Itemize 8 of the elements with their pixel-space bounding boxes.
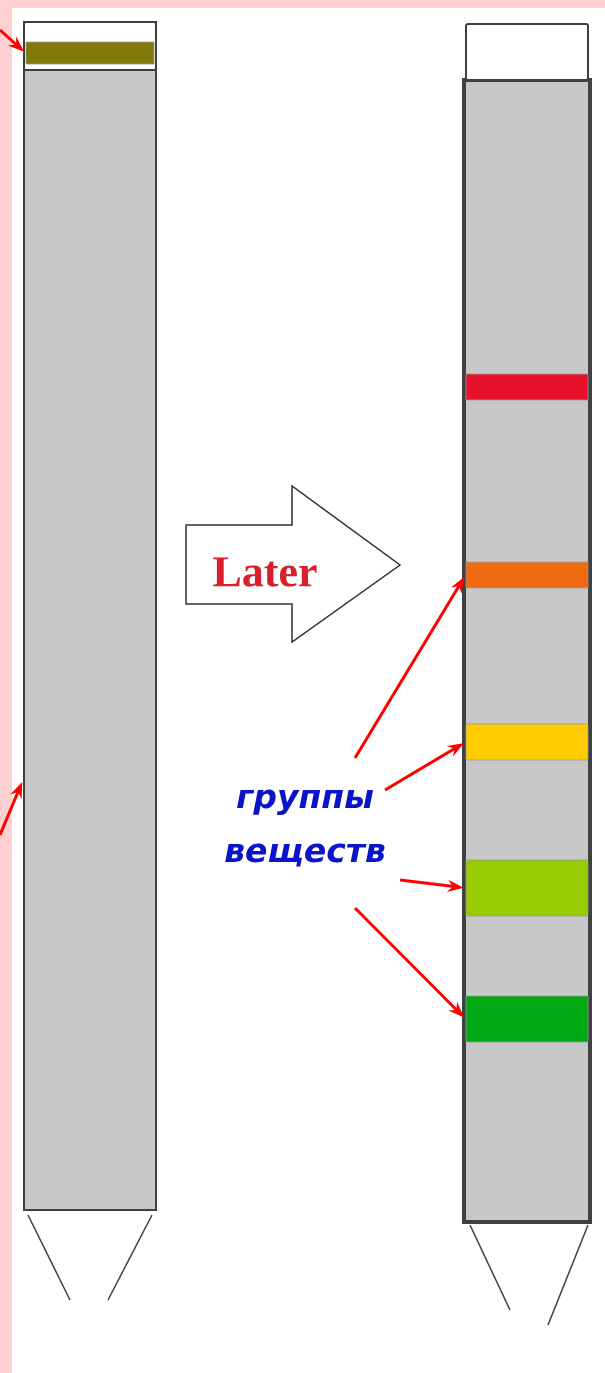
band xyxy=(25,41,155,65)
band xyxy=(465,859,589,917)
band xyxy=(465,373,589,401)
band xyxy=(465,995,589,1043)
label-text: группы веществ xyxy=(225,789,385,867)
band xyxy=(465,723,589,761)
column-drawing xyxy=(23,21,157,1301)
band xyxy=(465,561,589,589)
